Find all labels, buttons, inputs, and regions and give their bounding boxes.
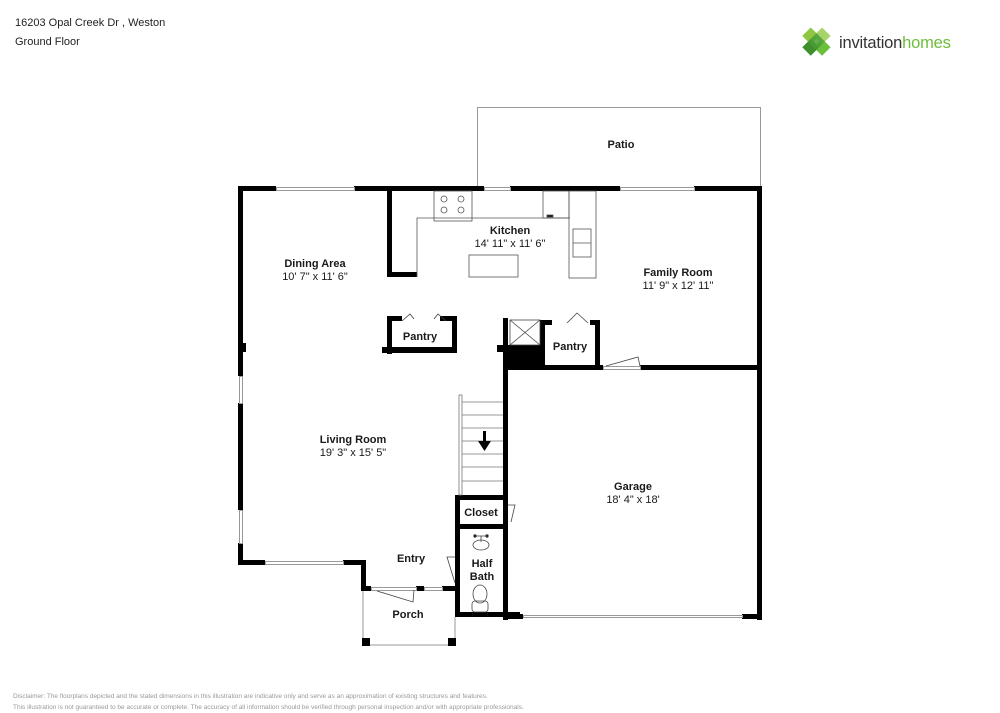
floor-name: Ground Floor	[15, 36, 80, 48]
room-label-patio: Patio	[607, 139, 635, 151]
disclaimer: Disclaimer: The floorplans depicted and …	[13, 693, 524, 711]
clover-diamond-logo-icon	[802, 27, 831, 56]
header: 16203 Opal Creek Dr , Weston Ground Floo…	[15, 14, 165, 52]
brand-logo: invitationhomes	[798, 26, 951, 60]
room-label-living-room: Living Room 19' 3" x 15' 5"	[319, 434, 387, 459]
room-label-family-room: Family Room 11' 9" x 12' 11"	[642, 267, 714, 292]
room-label-dining-area: Dining Area 10' 7" x 11' 6"	[282, 258, 348, 283]
room-label-garage: Garage 18' 4" x 18'	[606, 481, 660, 506]
doors	[376, 504, 516, 603]
room-label-entry: Entry	[396, 553, 426, 565]
room-label-pantry: Pantry	[552, 341, 588, 353]
room-label-porch: Porch	[392, 609, 424, 621]
walls	[238, 186, 762, 620]
property-address: 16203 Opal Creek Dr , Weston	[15, 17, 166, 29]
pantry-doors	[401, 312, 641, 367]
half-bath-fixtures	[471, 534, 490, 613]
kitchen-fixtures	[416, 190, 597, 279]
room-label-kitchen: Kitchen 14' 11" x 11' 6"	[474, 225, 546, 250]
windows	[239, 187, 743, 618]
room-label-closet: Closet	[464, 507, 498, 519]
porch-outline	[362, 591, 456, 646]
kitchen-island	[468, 254, 519, 278]
stair-down-arrow-icon	[478, 431, 491, 451]
water-heater-icon	[509, 319, 541, 346]
staircase	[458, 394, 503, 496]
toilet-icon	[472, 584, 488, 604]
stove-icon	[433, 190, 473, 222]
brand-name: invitationhomes	[839, 33, 951, 52]
room-label-half-bath: Half Bath	[469, 558, 495, 583]
room-label-pantry: Pantry	[402, 331, 438, 343]
